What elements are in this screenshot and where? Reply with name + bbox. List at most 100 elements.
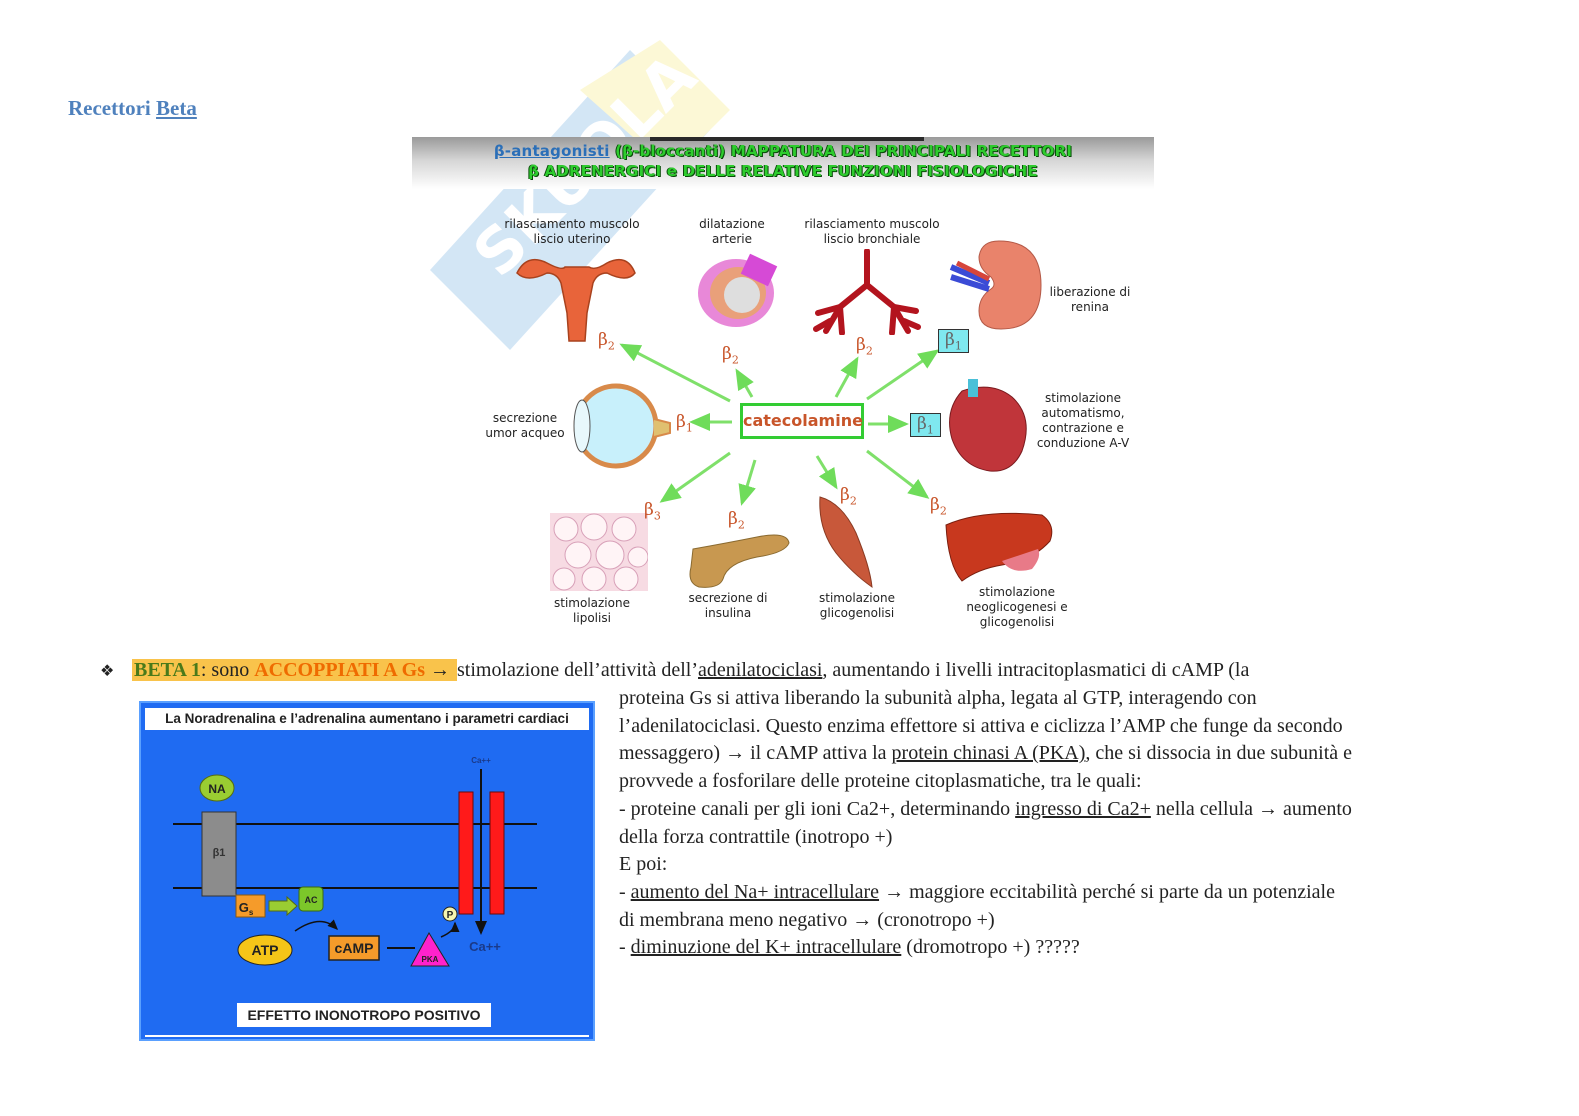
arrow-adipose <box>659 451 731 503</box>
receptor-beta2-arteries: β2 <box>722 344 739 367</box>
sodium-increase-term: aumento del Na+ intracellulare <box>630 880 880 903</box>
cardiac-signaling-figure: La Noradrenalina e l’adrenalina aumentan… <box>139 701 595 1041</box>
para-line: l’adenilatociclasi. Questo enzima effett… <box>619 714 1343 737</box>
para-line: messaggero) → il cAMP attiva la protein … <box>619 742 1353 765</box>
body-paragraph: proteina Gs si attiva liberando la subun… <box>619 685 1519 962</box>
pancreas-illustration <box>689 534 790 588</box>
na-label: NA <box>208 782 226 796</box>
catecholamine-box: catecolamine <box>740 403 864 439</box>
camp-label: cAMP <box>335 940 374 956</box>
arrow-muscle <box>815 455 838 490</box>
arrows-layer <box>619 343 940 506</box>
figure-title-band <box>412 137 1154 189</box>
receptor-beta2-bronchi: β2 <box>856 335 873 358</box>
potassium-decrease-term: diminuzione del K+ intracellulare <box>630 936 902 959</box>
receptor-beta2-muscle: β2 <box>840 485 857 508</box>
eye-illustration <box>573 383 671 469</box>
heading-word-1: Recettori <box>68 96 151 120</box>
atp-to-camp-arrow <box>294 919 339 932</box>
coupled-gs-label: ACCOPPIATI A Gs <box>254 659 425 681</box>
atp-label: ATP <box>252 942 279 958</box>
inotropic-effect-label: EFFETTO INONOTROPO POSITIVO <box>237 1003 491 1027</box>
para-line: - aumento del Na+ intracellulare → maggi… <box>619 880 1335 903</box>
kidney-illustration <box>949 240 1042 330</box>
pka-term: protein chinasi A (PKA) <box>891 742 1086 765</box>
heart-illustration <box>949 379 1027 472</box>
phosphate-label: P <box>447 910 454 921</box>
figure-title: β-antagonisti (β-bloccanti) MAPPATURA DE… <box>412 141 1154 181</box>
beta1-label: BETA 1 <box>134 659 201 681</box>
cardiac-figure-title: La Noradrenalina e l’adrenalina aumentan… <box>145 708 589 730</box>
bronchi-illustration <box>813 249 921 335</box>
pka-enzyme <box>410 931 450 967</box>
arrow-arteries <box>735 368 754 398</box>
para-line: - diminuzione del K+ intracellulare (dro… <box>619 936 1080 959</box>
adipose-tissue-illustration <box>550 513 648 591</box>
liver-illustration <box>945 512 1053 582</box>
gs-protein <box>235 894 266 918</box>
beta1-receptor <box>201 811 237 897</box>
adenylate-cyclase <box>298 886 324 912</box>
para-line: E poi: <box>619 853 668 876</box>
pka-label: PKA <box>422 955 439 964</box>
receptor-beta1-heart: β1 <box>910 413 941 438</box>
receptor-beta3-adipose: β3 <box>644 500 661 523</box>
phosphate-group <box>442 906 458 922</box>
arrow-kidney <box>866 349 940 401</box>
gs-to-ac-arrow <box>268 895 298 917</box>
diamond-bullet-icon: ❖ <box>100 661 115 680</box>
gs-label: Gs <box>239 900 254 917</box>
bullet-text-b: , aumentando i livelli intracitoplasmati… <box>822 659 1250 681</box>
ac-label: AC <box>305 895 318 905</box>
beta1-bullet: ❖ BETA 1: sono ACCOPPIATI A Gs → stimolaz… <box>100 657 1249 684</box>
pka-phosphorylation-arrow <box>440 921 460 938</box>
calcium-channel-left <box>458 791 474 915</box>
arrow-pancreas <box>738 459 757 506</box>
receptor-beta1-kidney: β1 <box>938 329 969 354</box>
camp-molecule <box>328 935 380 961</box>
heading-word-2: Beta <box>156 96 197 120</box>
calcium-intracellular-label: Ca++ <box>469 939 501 954</box>
bullet-text-a: stimolazione dell’attività dell’ <box>456 659 699 681</box>
beta1-receptor-label: β1 <box>213 847 226 859</box>
artery-illustration <box>698 253 778 327</box>
arrow-bronchi <box>834 356 859 398</box>
bottom-divider <box>145 1035 589 1037</box>
para-line: della forza contrattile (inotropo +) <box>619 825 893 848</box>
figure-title-link[interactable]: β-antagonisti <box>493 142 610 160</box>
calcium-channel-right <box>489 791 505 915</box>
calcium-extracellular-label: Ca++ <box>471 756 491 765</box>
para-line: provvede a fosforilare delle proteine ci… <box>619 770 1142 793</box>
para-line: - proteine canali per gli ioni Ca2+, det… <box>619 797 1352 820</box>
receptor-beta2-pancreas: β2 <box>728 509 745 532</box>
arrow-uterus <box>619 343 731 403</box>
receptor-beta1-eye: β1 <box>676 412 693 435</box>
beta-receptor-map-figure: β-antagonisti (β-bloccanti) MAPPATURA DE… <box>412 137 1154 642</box>
arrow-liver <box>866 449 930 499</box>
arrow-icon: → <box>424 659 455 681</box>
adenylate-cyclase-term: adenilatociclasi <box>698 659 823 681</box>
highlighted-phrase: BETA 1: sono ACCOPPIATI A Gs → <box>132 659 457 681</box>
figure-title-line1: (β-bloccanti) MAPPATURA DEI PRINCIPALI R… <box>609 142 1073 160</box>
muscle-illustration <box>819 496 873 589</box>
uterus-illustration <box>516 258 636 342</box>
section-heading: Recettori Beta <box>68 96 197 121</box>
receptor-beta2-uterus: β2 <box>598 330 615 353</box>
para-line: di membrana meno negativo → (cronotropo … <box>619 908 995 931</box>
figure-title-line2: β ADRENERGICI e DELLE RELATIVE FUNZIONI … <box>528 162 1038 180</box>
receptor-beta2-liver: β2 <box>930 495 947 518</box>
calcium-influx-term: ingresso di Ca2+ <box>1015 797 1151 820</box>
para-line: proteina Gs si attiva liberando la subun… <box>619 687 1257 709</box>
sono-text: : sono <box>200 659 255 681</box>
na-ligand <box>199 774 235 802</box>
